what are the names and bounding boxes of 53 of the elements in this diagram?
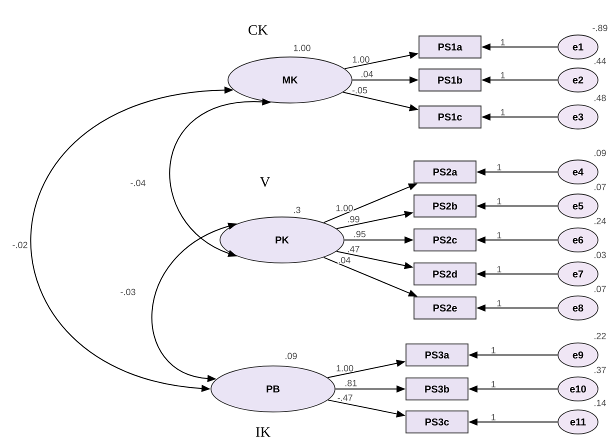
edge-label: 1 bbox=[496, 300, 502, 307]
construct-label: CK bbox=[248, 25, 268, 35]
indicator-box: PS1c bbox=[418, 106, 482, 128]
edge-label: .81 bbox=[344, 379, 358, 387]
edge-label: -.03 bbox=[119, 288, 137, 296]
indicator-box: PS1b bbox=[418, 68, 482, 92]
edge-label: -.02 bbox=[11, 240, 29, 250]
variance-value: .24 bbox=[594, 218, 606, 224]
edge-label: -.47 bbox=[336, 394, 354, 402]
edge-label: 1.00 bbox=[352, 56, 370, 64]
edge-label: 1 bbox=[500, 38, 506, 46]
variance-value: .07 bbox=[594, 286, 606, 292]
edge-label: 1.00 bbox=[335, 204, 354, 212]
variance-value: 1.00 bbox=[294, 44, 310, 52]
edge-label: 1 bbox=[496, 266, 502, 273]
edge-label: 1.00 bbox=[336, 364, 354, 372]
edge-label: 1 bbox=[490, 414, 496, 421]
variance-value: .44 bbox=[594, 58, 606, 64]
edge-label: .95 bbox=[352, 230, 366, 238]
edge-label: 1 bbox=[496, 232, 502, 239]
variance-value: -.89 bbox=[592, 24, 608, 32]
edge-label: 1 bbox=[496, 164, 502, 171]
edge-label: -.04 bbox=[129, 178, 147, 188]
variance-value: .22 bbox=[594, 332, 606, 340]
indicator-box: PS2d bbox=[414, 262, 476, 286]
edge-label: .47 bbox=[346, 246, 360, 253]
edge-label: .04 bbox=[360, 70, 374, 78]
variance-value: .3 bbox=[294, 206, 300, 214]
indicator-box: PS2b bbox=[414, 194, 476, 218]
edge-label: 1 bbox=[496, 198, 502, 205]
indicator-box: PS3c bbox=[406, 410, 468, 434]
edge-label: .04 bbox=[338, 256, 352, 264]
indicator-box: PS1a bbox=[418, 36, 482, 58]
indicator-box: PS2c bbox=[414, 228, 476, 252]
construct-label: V bbox=[260, 177, 270, 187]
indicator-box: PS3b bbox=[406, 378, 468, 400]
edge-label: 1 bbox=[500, 108, 506, 116]
variance-value: .09 bbox=[286, 352, 297, 360]
variance-value: .37 bbox=[594, 366, 606, 374]
indicator-box: PS3a bbox=[406, 344, 468, 366]
indicator-box: PS2e bbox=[414, 296, 476, 320]
variance-value: .07 bbox=[594, 184, 606, 190]
variance-value: .03 bbox=[594, 252, 606, 258]
edge-label: 1 bbox=[490, 380, 496, 388]
indicator-box: PS2a bbox=[414, 160, 476, 184]
variance-value: .48 bbox=[594, 94, 606, 102]
edge-label: 1 bbox=[490, 346, 496, 354]
variance-value: .14 bbox=[594, 400, 606, 406]
construct-label: IK bbox=[256, 427, 270, 437]
edge-label: 1 bbox=[500, 72, 506, 79]
edge-label: .99 bbox=[346, 216, 360, 223]
edge-label: -.05 bbox=[352, 86, 368, 94]
variance-value: .09 bbox=[594, 150, 606, 156]
